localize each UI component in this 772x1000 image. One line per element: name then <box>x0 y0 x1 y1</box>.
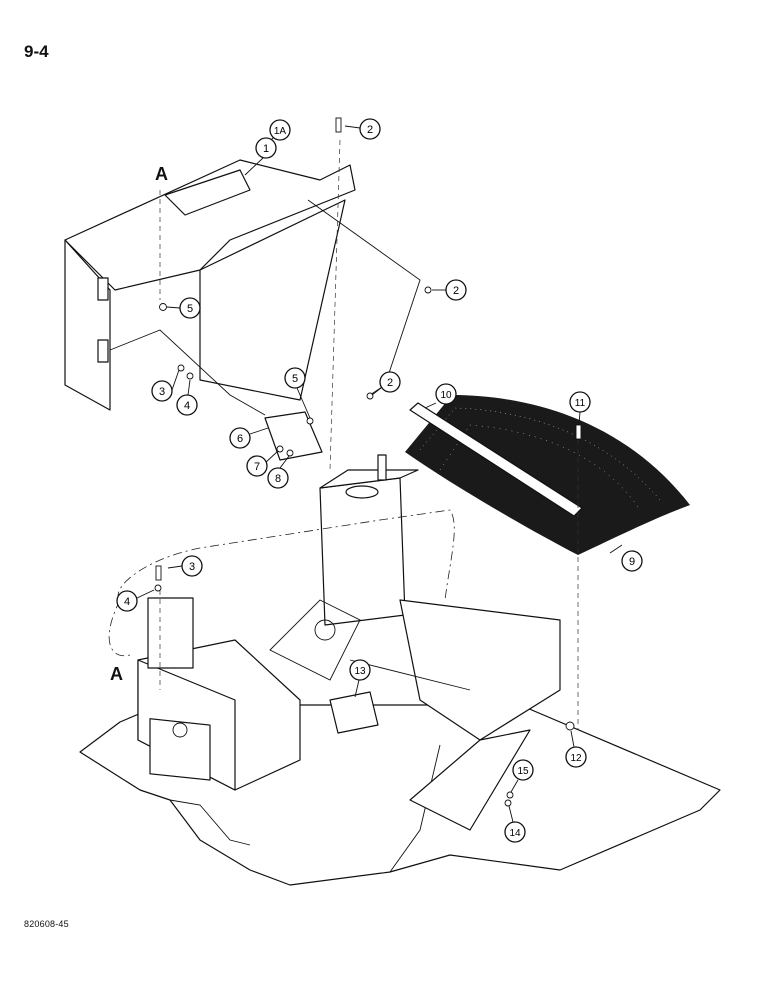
callout-label-2c: 2 <box>387 377 393 389</box>
callout-13: 13 <box>349 659 371 698</box>
callout-8: 8 <box>267 455 290 489</box>
callout-label-12: 12 <box>570 753 582 764</box>
callout-label-14: 14 <box>509 828 521 839</box>
callout-1a: 1A <box>262 119 291 149</box>
callout-label-2b: 2 <box>453 285 459 297</box>
callout-5-lower: 5 <box>284 367 311 419</box>
callout-9: 9 <box>609 544 643 572</box>
callout-label-4b: 4 <box>124 596 130 608</box>
callout-label-1: 1 <box>263 143 269 155</box>
callout-label-10: 10 <box>440 390 452 401</box>
callout-label-6: 6 <box>237 433 243 445</box>
part-6-bracket <box>264 411 323 461</box>
callout-3-lower: 3 <box>167 555 203 577</box>
callout-label-3b: 3 <box>189 561 195 573</box>
callout-label-15: 15 <box>517 766 529 777</box>
callout-2-right: 2 <box>432 279 467 301</box>
callout-2-middle: 2 <box>371 371 401 396</box>
callout-label-9: 9 <box>629 556 635 568</box>
callout-5-upper: 5 <box>166 297 201 319</box>
callout-10: 10 <box>424 383 457 409</box>
callout-15: 15 <box>510 759 534 793</box>
callout-label-1a: 1A <box>274 126 287 137</box>
callout-label-8: 8 <box>275 473 281 485</box>
callout-6: 6 <box>229 427 269 449</box>
callout-4-upper: 4 <box>176 379 198 416</box>
reference-letter-a-top: A <box>155 164 168 184</box>
callout-3-upper: 3 <box>151 369 180 402</box>
callout-label-11: 11 <box>575 398 586 409</box>
page-number: 9-4 <box>24 42 49 61</box>
callout-12: 12 <box>565 730 587 768</box>
callout-label-4a: 4 <box>184 400 190 412</box>
control-console-box <box>137 597 301 791</box>
callout-11: 11 <box>569 391 591 426</box>
floor-mat <box>405 395 690 555</box>
part-13-plate <box>329 691 379 734</box>
callout-label-3a: 3 <box>159 386 165 398</box>
callout-label-2a: 2 <box>367 124 373 136</box>
retainer-strip <box>409 402 583 517</box>
phantom-dash-outline <box>117 509 455 601</box>
figure-code: 820608-45 <box>24 919 69 929</box>
reference-letter-a-bottom: A <box>110 664 123 684</box>
callout-label-5b: 5 <box>292 373 298 385</box>
callout-4-lower: 4 <box>116 589 155 612</box>
callout-label-7: 7 <box>254 461 260 473</box>
phantom-lower-edge <box>108 599 131 657</box>
callout-7: 7 <box>246 450 279 477</box>
callout-label-5a: 5 <box>187 303 193 315</box>
callout-label-13: 13 <box>354 666 366 677</box>
upper-shroud-panel <box>64 159 421 416</box>
callout-2-top: 2 <box>344 118 381 140</box>
side-tray-panel <box>349 599 561 831</box>
fastener-screws <box>154 117 582 807</box>
alignment-line-2 <box>329 139 341 471</box>
steering-column-post <box>269 454 419 681</box>
callout-14: 14 <box>504 805 526 843</box>
callout-1: 1 <box>244 137 277 176</box>
